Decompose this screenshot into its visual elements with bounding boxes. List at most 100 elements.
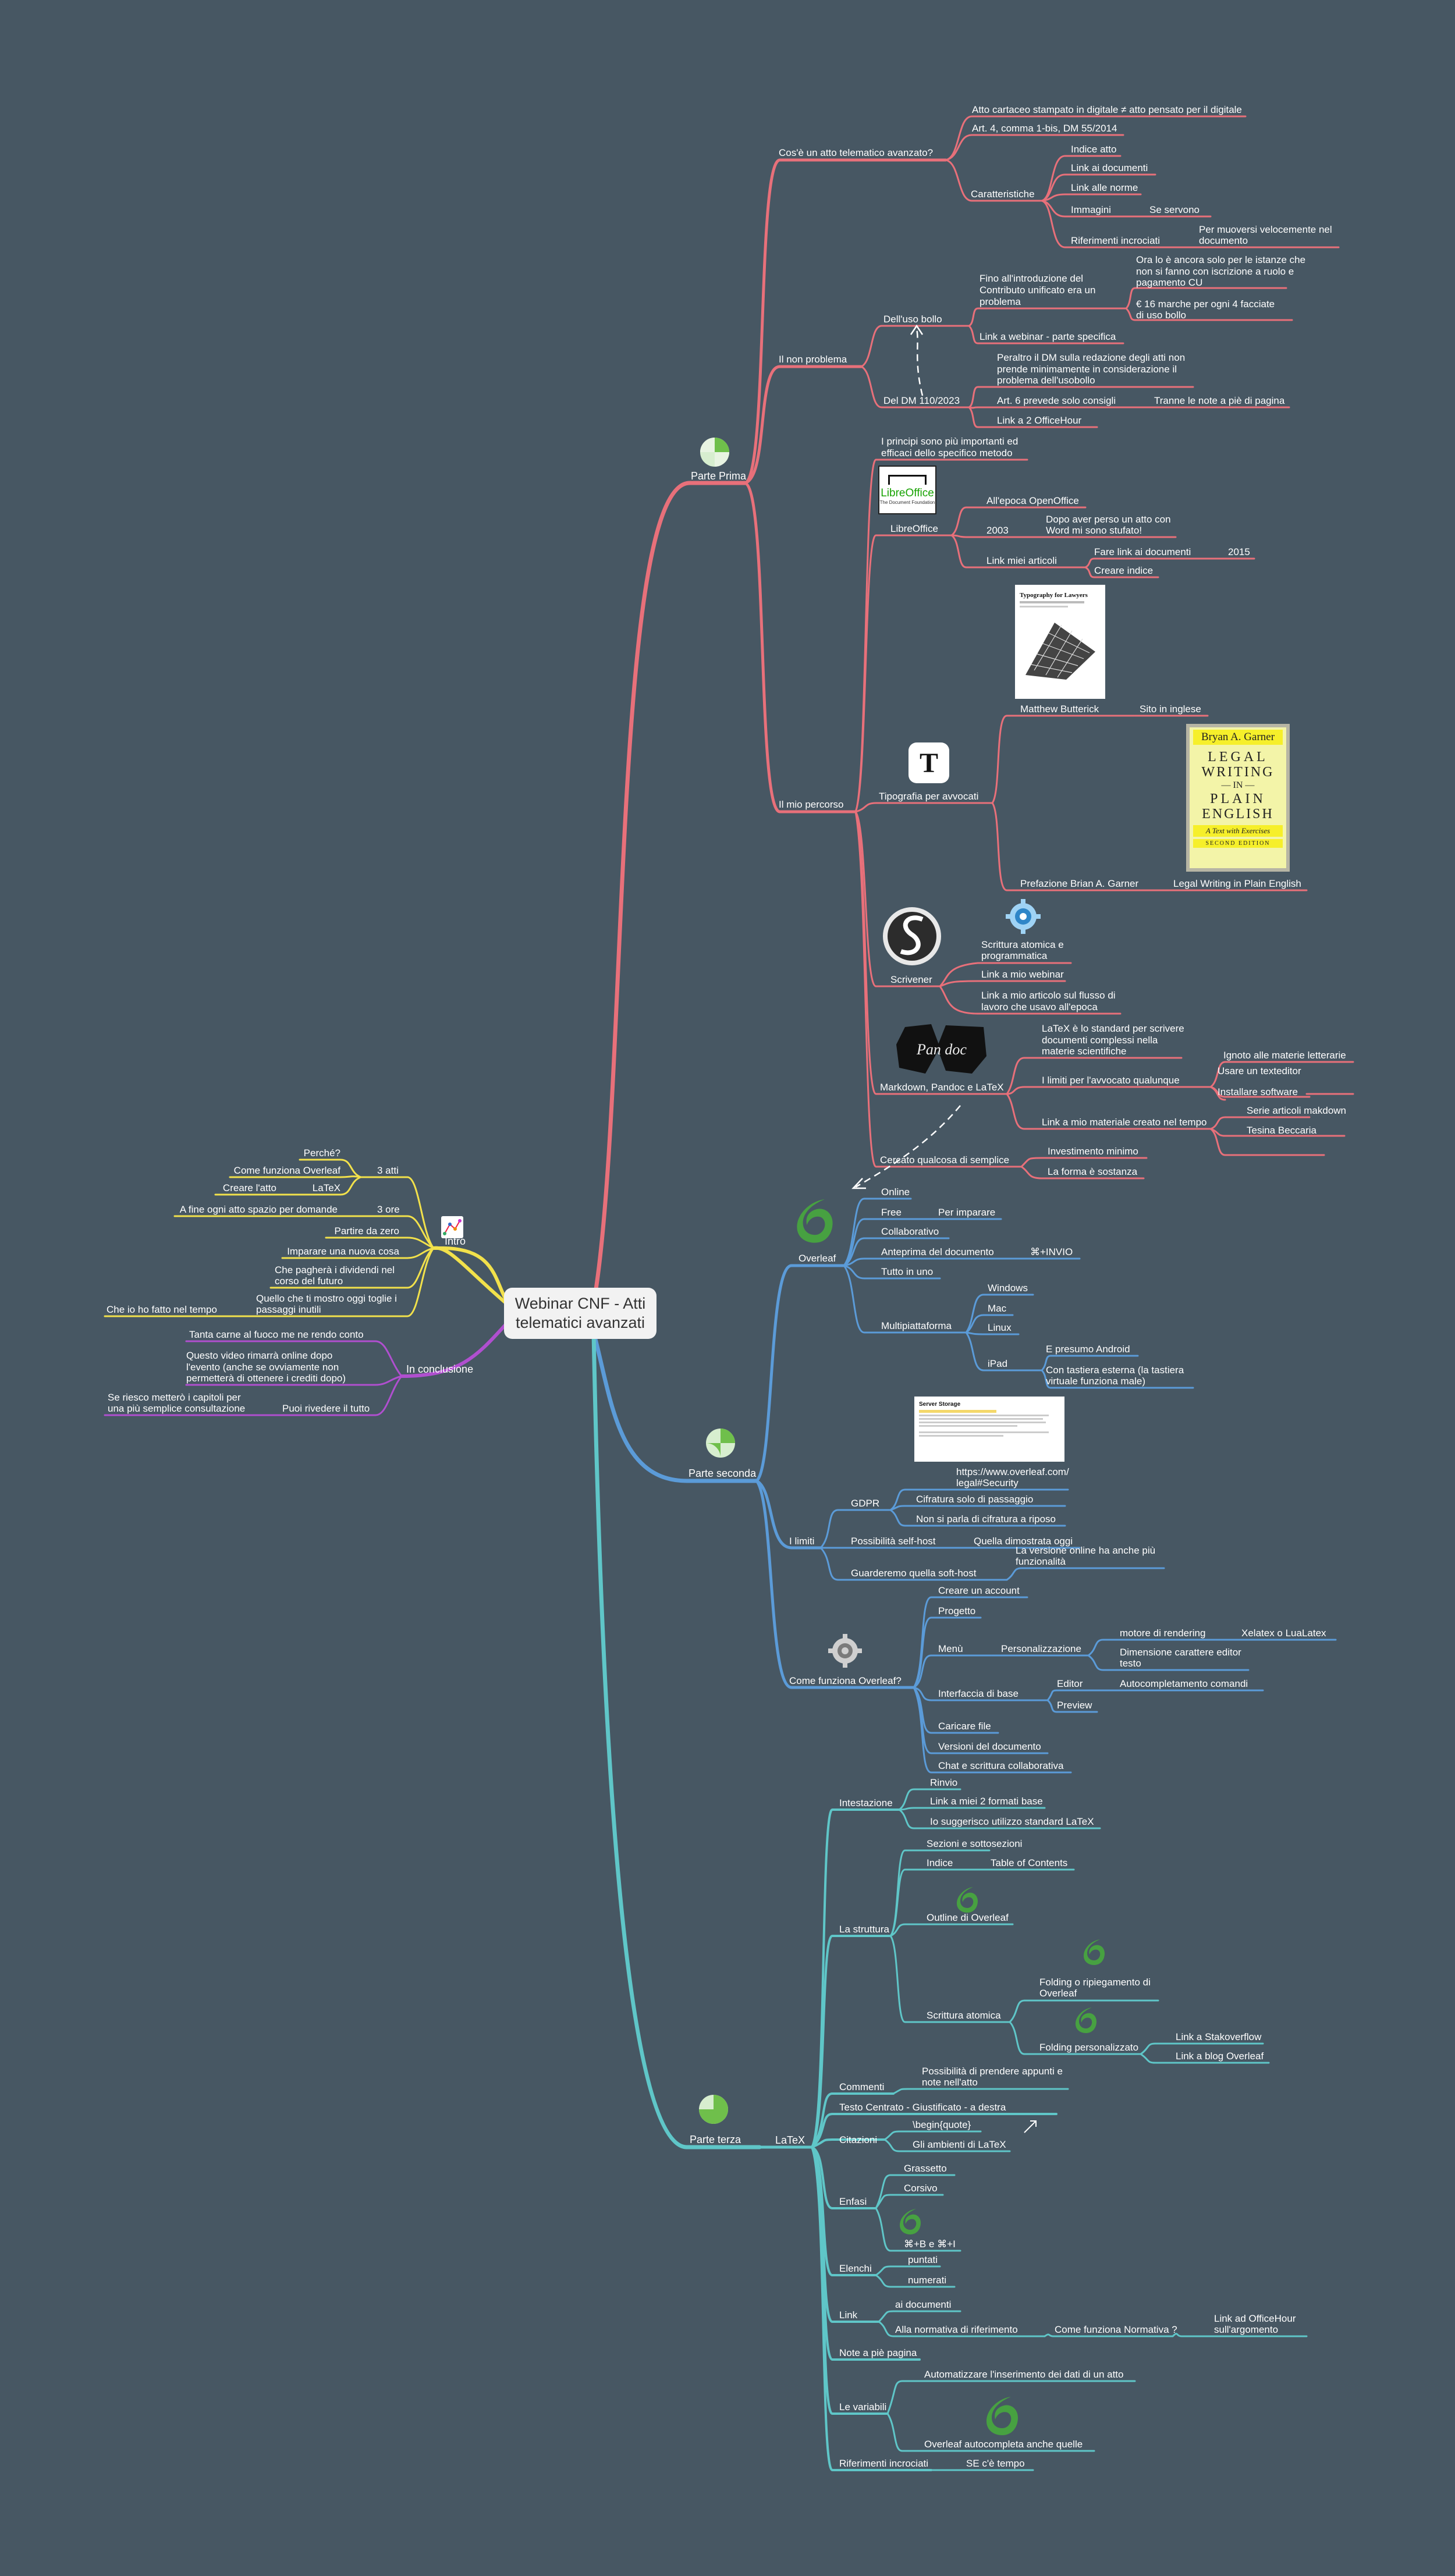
overleaf-free[interactable]: Free	[881, 1207, 902, 1218]
overleaf-android[interactable]: E presumo Android	[1046, 1344, 1130, 1355]
come-title[interactable]: Come funziona Overleaf?	[789, 1675, 902, 1686]
s2-tranne[interactable]: Tranne le note a piè di pagina	[1154, 395, 1285, 406]
s1-rif-note-1[interactable]: Per muoversi velocemente nel	[1199, 224, 1332, 235]
t-outline[interactable]: Outline di Overleaf	[927, 1912, 1009, 1923]
s3-markdown[interactable]: Markdown, Pandoc e LaTeX	[880, 1082, 1004, 1093]
come-caricare[interactable]: Caricare file	[938, 1721, 991, 1732]
s3-2015[interactable]: 2015	[1228, 546, 1250, 557]
limiti-url-1[interactable]: https://www.overleaf.com/	[956, 1466, 1069, 1477]
t-puntati[interactable]: puntati	[908, 2254, 938, 2265]
overleaf-collab[interactable]: Collaborativo	[881, 1226, 939, 1237]
come-versioni[interactable]: Versioni del documento	[938, 1741, 1041, 1752]
limiti-soft[interactable]: Guarderemo quella soft-host	[851, 1568, 977, 1579]
s3-tesina[interactable]: Tesina Beccaria	[1247, 1125, 1317, 1136]
s3-mio-webinar[interactable]: Link a mio webinar	[981, 969, 1064, 980]
t-rif[interactable]: Riferimenti incrociati	[839, 2458, 928, 2469]
limiti-versione-1[interactable]: La versione online ha anche più	[1016, 1545, 1155, 1556]
intro-zero[interactable]: Partire da zero	[335, 1225, 400, 1237]
s3-prefazione[interactable]: Prefazione Brian A. Garner	[1020, 878, 1139, 889]
s2-office[interactable]: Link a 2 OfficeHour	[997, 415, 1082, 426]
limiti-versione-2[interactable]: funzionalità	[1016, 1556, 1066, 1567]
t-testo[interactable]: Testo Centrato - Giustificato - a destra	[839, 2102, 1006, 2113]
overleaf-windows[interactable]: Windows	[988, 1282, 1028, 1294]
come-progetto[interactable]: Progetto	[938, 1605, 975, 1616]
overleaf-ipad[interactable]: iPad	[988, 1358, 1007, 1369]
t-indice[interactable]: Indice	[927, 1857, 953, 1868]
s3-latex-std-1[interactable]: LaTeX è lo standard per scrivere	[1042, 1023, 1184, 1034]
intro-quello-2[interactable]: passaggi inutili	[256, 1304, 321, 1315]
s3-anno[interactable]: 2003	[986, 525, 1009, 536]
t-come-norm[interactable]: Come funziona Normativa ?	[1055, 2324, 1177, 2335]
s3-sito[interactable]: Sito in inglese	[1140, 703, 1201, 715]
s1-se-servono[interactable]: Se servono	[1149, 204, 1200, 215]
s3-forma[interactable]: La forma è sostanza	[1048, 1166, 1138, 1177]
overleaf-imparare[interactable]: Per imparare	[938, 1207, 995, 1218]
s2-uso[interactable]: Dell'uso bollo	[883, 314, 942, 325]
conc-video-3[interactable]: permetterà di ottenere i crediti dopo)	[186, 1373, 346, 1384]
t-begin[interactable]: \begin{quote}	[913, 2119, 971, 2130]
s3-installare[interactable]: Installare software	[1218, 1086, 1298, 1097]
conc-carne[interactable]: Tanta carne al fuoco me ne rendo conto	[189, 1329, 364, 1340]
conc-video-1[interactable]: Questo video rimarrà online dopo	[186, 1350, 332, 1361]
s1-rif[interactable]: Riferimenti incrociati	[1071, 235, 1160, 246]
s2-art6[interactable]: Art. 6 prevede solo consigli	[997, 395, 1116, 406]
t-corsivo[interactable]: Corsivo	[904, 2183, 938, 2194]
s2-ora-1[interactable]: Ora lo è ancora solo per le istanze che	[1136, 254, 1305, 265]
s1-link-doc[interactable]: Link ai documenti	[1071, 162, 1148, 173]
intro-creare[interactable]: Creare l'atto	[223, 1182, 276, 1193]
come-xelatex[interactable]: Xelatex o LuaLatex	[1241, 1628, 1326, 1639]
limiti-self[interactable]: Possibilità self-host	[851, 1536, 936, 1547]
s3-flusso-2[interactable]: lavoro che usavo all'epoca	[981, 1001, 1098, 1012]
t-possibilita-1[interactable]: Possibilità di prendere appunti e	[922, 2066, 1063, 2077]
s3-dopo-2[interactable]: Word mi sono stufato!	[1046, 525, 1142, 536]
s3-tipografia[interactable]: Tipografia per avvocati	[879, 791, 978, 802]
s2-euro-2[interactable]: di uso bollo	[1136, 310, 1186, 321]
s2-peraltro-2[interactable]: prende minimamente in considerazione il	[997, 364, 1177, 375]
s2-peraltro-3[interactable]: problema dell'usobollo	[997, 375, 1095, 386]
t-office-2[interactable]: sull'argomento	[1214, 2324, 1278, 2335]
t-ambienti[interactable]: Gli ambienti di LaTeX	[913, 2139, 1006, 2150]
t-grassetto[interactable]: Grassetto	[904, 2163, 947, 2174]
s3-atomica-2[interactable]: programmatica	[981, 950, 1048, 961]
overleaf-tastiera-2[interactable]: virtuale funziona male)	[1046, 1376, 1145, 1387]
s3-ignoto[interactable]: Ignoto alle materie letterarie	[1223, 1050, 1346, 1061]
s1-indice[interactable]: Indice atto	[1071, 144, 1116, 155]
s3-texteditor[interactable]: Usare un texteditor	[1218, 1065, 1301, 1076]
t-toc[interactable]: Table of Contents	[991, 1857, 1067, 1868]
s1-immagini[interactable]: Immagini	[1071, 204, 1111, 215]
s2-ora-3[interactable]: pagamento CU	[1136, 277, 1202, 288]
s1-def[interactable]: Atto cartaceo stampato in digitale ≠ att…	[972, 104, 1242, 115]
t-normativa[interactable]: Alla normativa di riferimento	[895, 2324, 1018, 2335]
come-interfaccia[interactable]: Interfaccia di base	[938, 1688, 1018, 1699]
topic-parte-prima[interactable]: Parte Prima	[691, 470, 747, 482]
s2-title[interactable]: Il non problema	[779, 354, 847, 365]
s3-principi-1[interactable]: I principi sono più importanti ed	[881, 436, 1018, 447]
s2-peraltro-1[interactable]: Peraltro il DM sulla redazione degli att…	[997, 352, 1185, 363]
t-se[interactable]: SE c'è tempo	[966, 2458, 1025, 2469]
t-rinvio[interactable]: Rinvio	[930, 1777, 957, 1788]
limiti-url-2[interactable]: legal#Security	[956, 1477, 1018, 1488]
s1-rif-note-2[interactable]: documento	[1199, 235, 1248, 246]
s3-limiti[interactable]: I limiti per l'avvocato qualunque	[1042, 1075, 1180, 1086]
come-dimensione-1[interactable]: Dimensione carattere editor	[1120, 1647, 1241, 1658]
central-topic[interactable]: Webinar CNF - Atti telematici avanzati	[504, 1288, 656, 1339]
s3-dopo-1[interactable]: Dopo aver perso un atto con	[1046, 514, 1171, 525]
s3-creare[interactable]: Creare indice	[1094, 565, 1153, 576]
s2-dm[interactable]: Del DM 110/2023	[883, 395, 960, 406]
intro-tre-ore[interactable]: 3 ore	[377, 1204, 400, 1215]
t-stack[interactable]: Link a Stakoverflow	[1176, 2031, 1262, 2042]
s3-atomica-1[interactable]: Scrittura atomica e	[981, 939, 1064, 950]
intro-tre-atti[interactable]: 3 atti	[377, 1165, 399, 1176]
s1-art[interactable]: Art. 4, comma 1-bis, DM 55/2014	[972, 123, 1117, 134]
t-sezioni[interactable]: Sezioni e sottosezioni	[927, 1838, 1022, 1849]
s3-latex-std-2[interactable]: documenti complessi nella	[1042, 1035, 1158, 1046]
t-possibilita-2[interactable]: note nell'atto	[922, 2077, 978, 2088]
intro-dividendi-2[interactable]: corso del futuro	[275, 1275, 343, 1287]
s3-libre[interactable]: LibreOffice	[890, 523, 938, 534]
come-crea[interactable]: Creare un account	[938, 1585, 1020, 1596]
s3-fare[interactable]: Fare link ai documenti	[1094, 546, 1191, 557]
come-autocompl[interactable]: Autocompletamento comandi	[1120, 1678, 1248, 1689]
come-motore[interactable]: motore di rendering	[1120, 1628, 1205, 1639]
come-chat[interactable]: Chat e scrittura collaborativa	[938, 1760, 1064, 1771]
s1-link-norme[interactable]: Link alle norme	[1071, 182, 1138, 193]
